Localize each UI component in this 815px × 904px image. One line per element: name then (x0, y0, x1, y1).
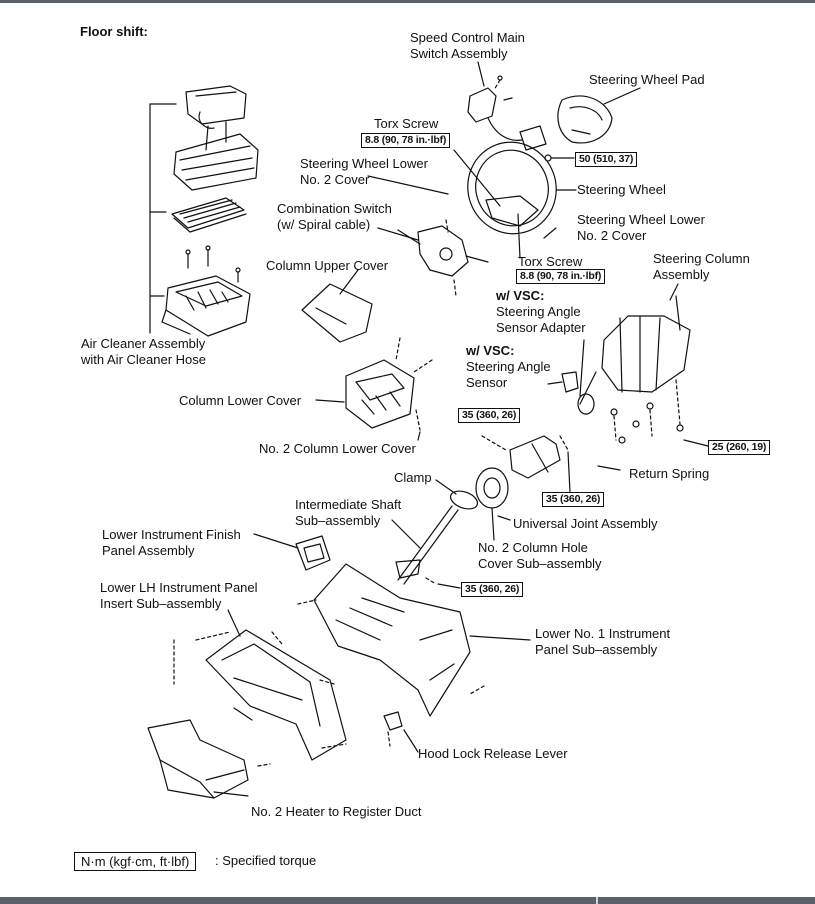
universal-joint (481, 435, 571, 493)
combination-switch (397, 219, 489, 297)
clamp (449, 490, 479, 510)
steering-wheel-label: Steering Wheel (577, 182, 666, 197)
legend-text: : Specified torque (215, 853, 317, 868)
column-hole-cover (475, 467, 509, 509)
wheel-torque: 50 (510, 37) (575, 152, 638, 167)
column-upper-cover-label: Column Upper Cover (266, 258, 389, 273)
air-cleaner-bracket (149, 103, 177, 334)
heater-duct-label: No. 2 Heater to Register Duct (251, 804, 422, 819)
clamp-label: Clamp (394, 470, 432, 485)
universal-joint-label: Universal Joint Assembly (513, 516, 658, 531)
air-cleaner-case (161, 245, 251, 337)
steering-wheel-pad (557, 95, 613, 144)
column-upper-cover (301, 283, 373, 343)
leader-lines (213, 61, 679, 797)
heater-duct (147, 719, 271, 799)
steering-wheel-pad-label: Steering Wheel Pad (589, 72, 705, 87)
torx-screw-mid-torque: 8.8 (90, 78 in.·lbf) (516, 269, 606, 284)
combination-switch-label: Combination Switch(w/ Spiral cable) (277, 201, 392, 232)
lower-no1-panel (297, 563, 531, 717)
steering-angle-sensor (561, 371, 595, 415)
bottom-border (0, 897, 815, 904)
hood-lock-label: Hood Lock Release Lever (418, 746, 568, 761)
speed-control-switch (467, 75, 547, 151)
hood-lock-lever (383, 711, 419, 753)
no2-column-lower-cover-label: No. 2 Column Lower Cover (259, 441, 416, 456)
torx-screw-mid-label: Torx Screw (518, 254, 583, 269)
torque-35-c: 35 (360, 26) (461, 582, 524, 597)
column-torque: 25 (260, 19) (708, 440, 771, 455)
lower-lh-insert (173, 629, 347, 761)
column-lower-cover-label: Column Lower Cover (179, 393, 302, 408)
legend-torque-unit: N·m (kgf·cm, ft·lbf) (74, 852, 197, 871)
torx-screw-top-label: Torx Screw (374, 116, 439, 131)
lower-finish-panel (295, 535, 331, 571)
torx-screw-top-torque: 8.8 (90, 78 in.·lbf) (361, 133, 451, 148)
torque-35-a: 35 (360, 26) (458, 408, 521, 423)
air-cleaner-cap (173, 85, 259, 191)
return-spring-label: Return Spring (629, 466, 710, 481)
top-border (0, 0, 815, 3)
intermediate-shaft (395, 505, 461, 589)
steering-wheel (467, 141, 577, 235)
section-title: Floor shift: (80, 24, 148, 39)
steering-column (579, 295, 709, 447)
torque-35-b: 35 (360, 26) (542, 492, 605, 507)
column-lower-cover (345, 337, 433, 431)
air-filter-element (171, 197, 247, 233)
